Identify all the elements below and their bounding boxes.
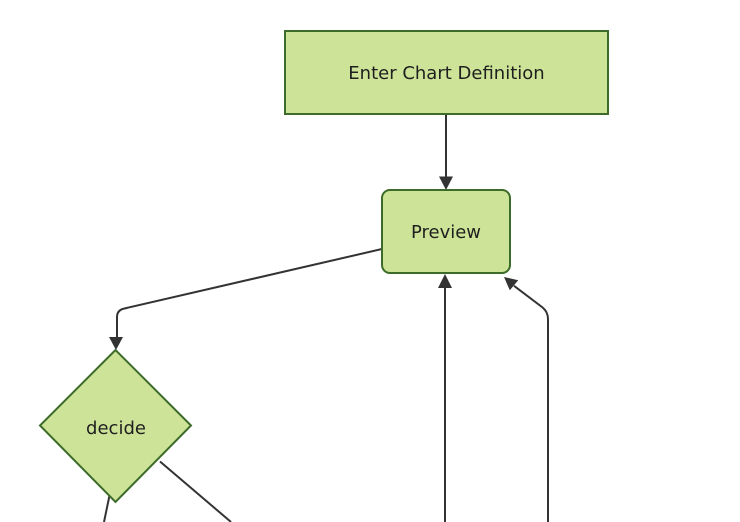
- edge-line: [116, 248, 383, 338]
- edge-line: [103, 495, 111, 522]
- edge-return-to-preview-right: [504, 277, 549, 522]
- node-decide: decide: [38, 348, 193, 504]
- node-preview: Preview: [381, 189, 511, 274]
- edge-decide-to-offscreen-right: [159, 460, 232, 522]
- edge-return-to-preview-center: [438, 274, 452, 522]
- node-rounded-rect: [381, 189, 511, 274]
- arrowhead-down-icon: [439, 176, 453, 190]
- edge-preview-to-decide: [109, 248, 383, 350]
- node-rect: [284, 30, 609, 115]
- arrowhead-up-icon: [438, 274, 452, 288]
- node-diamond: [38, 348, 193, 504]
- node-label: decide: [86, 418, 146, 439]
- arrowhead-down-icon: [109, 337, 123, 350]
- arrowhead-up-left-icon: [504, 277, 519, 291]
- node-label: Enter Chart Definition: [348, 63, 544, 84]
- edge-decide-to-offscreen-left: [103, 495, 111, 522]
- edge-enter-chart-definition-to-preview: [439, 114, 453, 190]
- edge-line: [513, 285, 549, 522]
- node-enter-chart-definition: Enter Chart Definition: [284, 30, 609, 115]
- edge-line: [159, 460, 232, 522]
- node-label: Preview: [411, 222, 481, 243]
